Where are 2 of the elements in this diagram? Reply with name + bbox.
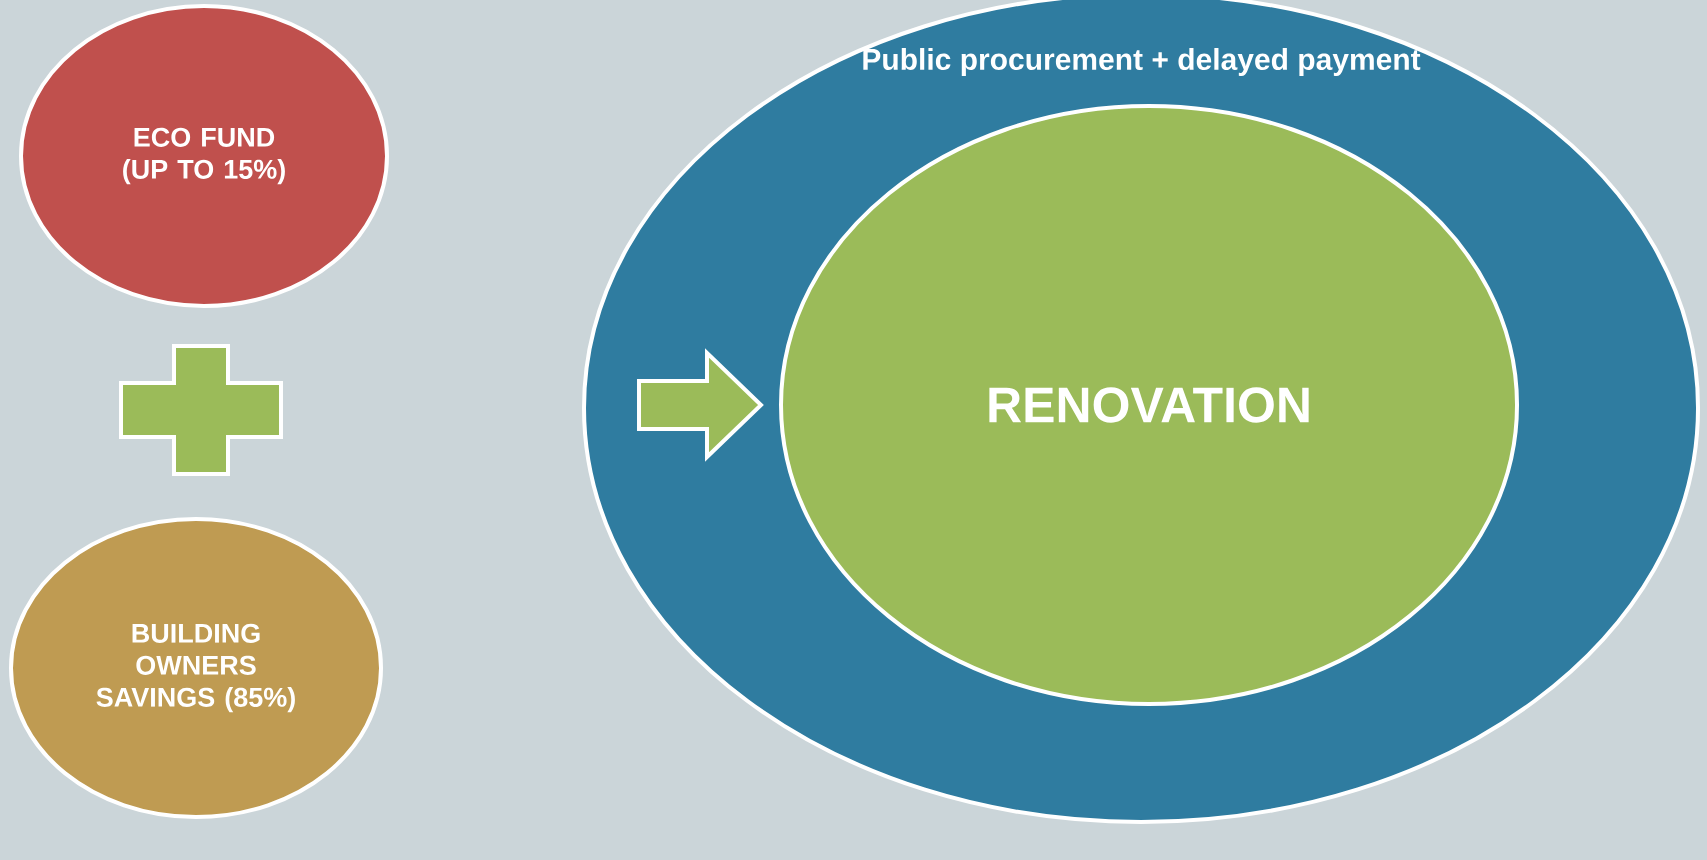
plus-sign <box>119 344 283 476</box>
block-arrow <box>637 348 764 462</box>
